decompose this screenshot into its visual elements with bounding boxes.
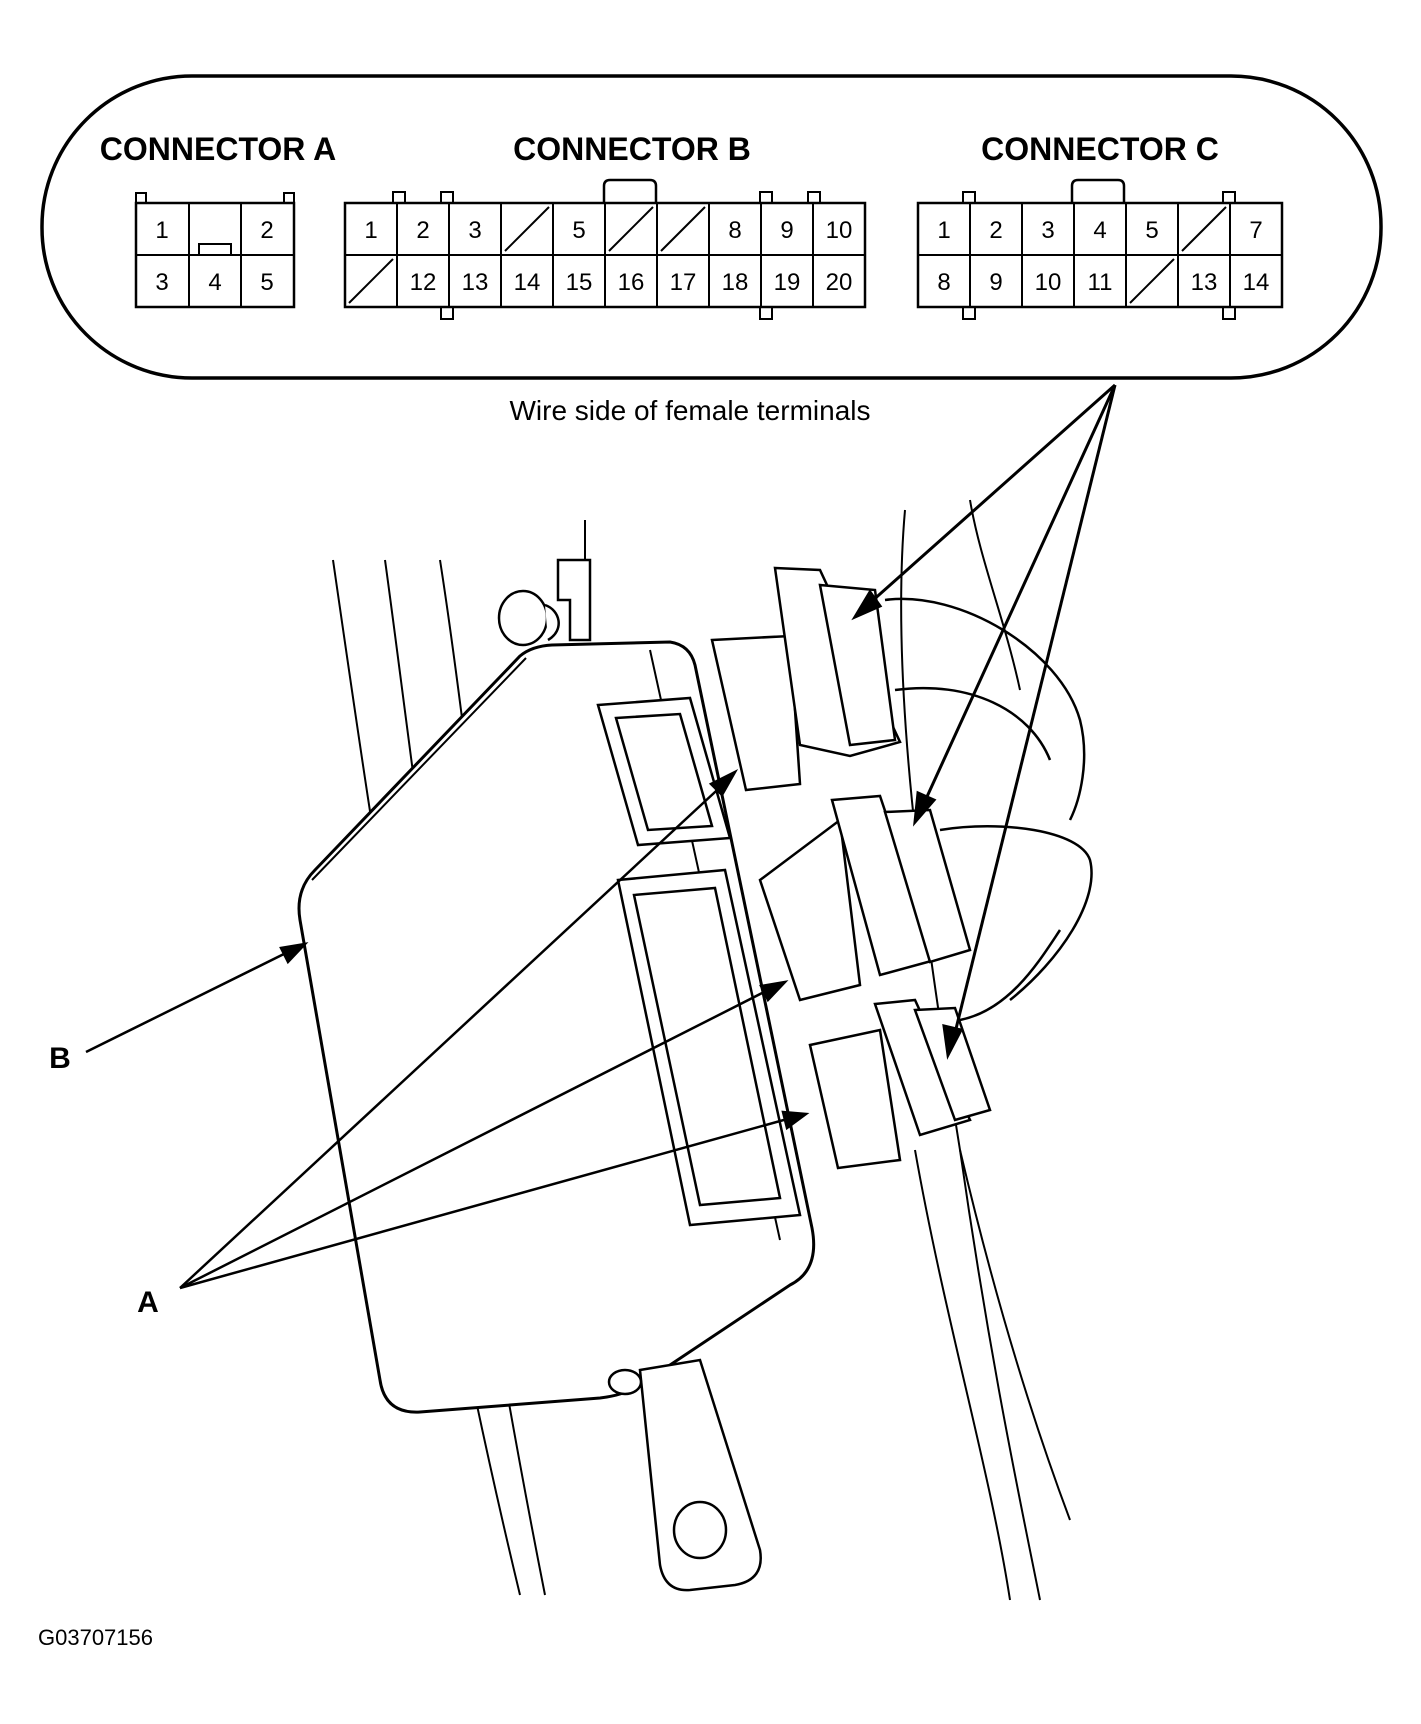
pin-a-2: 2 [260,217,273,244]
connector-view-frame [40,74,1383,380]
pin-c-8: 8 [937,269,950,296]
pin-b-15: 15 [566,269,593,296]
callout-b-label: B [49,1042,71,1075]
pin-c-10: 10 [1035,269,1062,296]
pin-b-2: 2 [416,217,429,244]
pin-b-18: 18 [722,269,749,296]
pin-b-20: 20 [826,269,853,296]
pin-b-16: 16 [618,269,645,296]
pin-a-3: 3 [155,269,168,296]
view-caption: Wire side of female terminals [509,395,870,426]
pin-c-9: 9 [989,269,1002,296]
figure-code: G03707156 [38,1625,153,1650]
pin-b-13: 13 [462,269,489,296]
pin-b-12: 12 [410,269,437,296]
connector-b: 1 2 3 5 8 9 10 12 13 14 15 16 17 18 19 2… [343,178,867,320]
harness-connector-middle [758,794,1093,1002]
pin-b-1: 1 [364,217,377,244]
pin-b-10: 10 [826,217,853,244]
pin-b-5: 5 [572,217,585,244]
callout-a-lines [179,769,810,1290]
pin-a-5: 5 [260,269,273,296]
pin-c-1: 1 [937,217,950,244]
connector-a: 1 2 3 4 5 [134,192,296,309]
callout-a-label: A [137,1286,159,1319]
harness-connector-lower [808,929,1062,1170]
pin-c-7: 7 [1249,217,1262,244]
pin-c-3: 3 [1041,217,1054,244]
connector-b-title: CONNECTOR B [513,131,751,167]
top-mounting-bolt [497,558,592,647]
pin-b-17: 17 [670,269,697,296]
unit-sockets [596,696,802,1227]
connector-c-title: CONNECTOR C [981,131,1219,167]
ground-strap [607,1358,762,1592]
pin-c-2: 2 [989,217,1002,244]
pin-c-4: 4 [1093,217,1106,244]
pin-b-19: 19 [774,269,801,296]
pin-b-9: 9 [780,217,793,244]
pin-c-11: 11 [1088,269,1113,296]
callout-b-line [85,942,309,1054]
connector-a-title: CONNECTOR A [100,131,336,167]
pin-c-5: 5 [1145,217,1158,244]
connector-c: 1 2 3 4 5 7 8 9 10 11 13 14 [916,178,1284,320]
pin-c-13: 13 [1191,269,1218,296]
pin-b-3: 3 [468,217,481,244]
harness-connector-upper [710,566,1086,821]
pin-b-8: 8 [728,217,741,244]
pin-c-14: 14 [1243,269,1270,296]
callout-arrows-to-connectors [851,383,1117,1060]
pin-b-14: 14 [514,269,541,296]
pin-a-4: 4 [208,269,221,296]
pin-a-1: 1 [155,217,168,244]
